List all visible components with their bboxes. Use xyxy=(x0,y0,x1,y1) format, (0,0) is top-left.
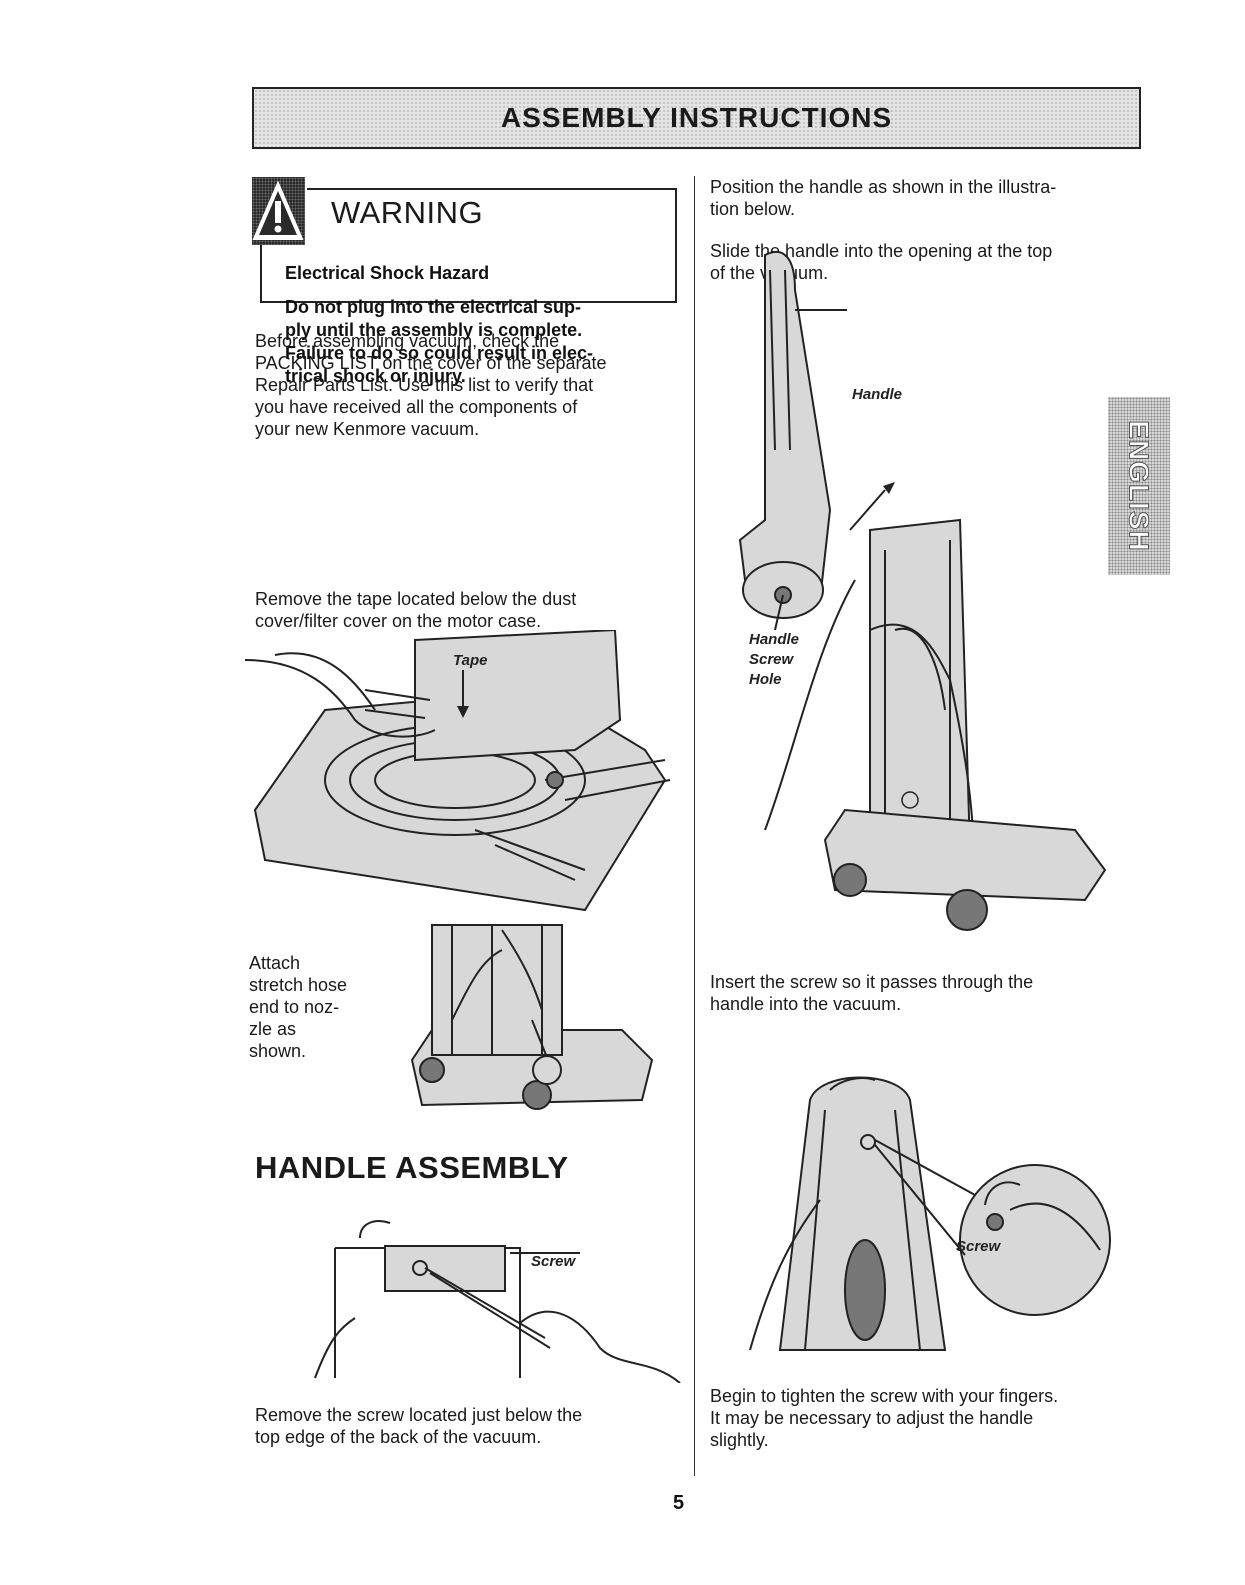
text-line: tion below. xyxy=(710,199,796,219)
text-line: top edge of the back of the vacuum. xyxy=(255,1427,542,1447)
text-line: handle into the vacuum. xyxy=(710,994,902,1014)
language-tab-label: ENGLISH xyxy=(1124,420,1156,552)
text-line: you have received all the components of xyxy=(255,397,578,417)
screw-removal-illustration xyxy=(314,1220,681,1383)
handle-label: Handle xyxy=(852,386,903,403)
warning-triangle-icon xyxy=(252,177,305,245)
warning-line: Do not plug into the electrical sup- xyxy=(285,297,582,317)
column-divider xyxy=(694,176,695,1476)
text-line: Position the handle as shown in the illu… xyxy=(710,177,1057,197)
remove-screw-paragraph: Remove the screw located just below the … xyxy=(255,1404,675,1448)
text-line: Attach xyxy=(249,953,301,973)
text-line: Remove the tape located below the dust xyxy=(255,589,577,609)
text-line: your new Kenmore vacuum. xyxy=(255,419,480,439)
screw-label-right: Screw xyxy=(956,1238,1001,1255)
text-line: It may be necessary to adjust the handle xyxy=(710,1408,1034,1428)
tighten-screw-paragraph: Begin to tighten the screw with your fin… xyxy=(710,1385,1130,1451)
text-line: Handle xyxy=(749,631,800,648)
hose-attachment-illustration xyxy=(410,924,654,1110)
warning-line: ply until the assembly is complete. xyxy=(285,320,583,340)
handle-screw-hole-label: Handle Screw Hole xyxy=(749,630,799,690)
handle-assembly-heading: HANDLE ASSEMBLY xyxy=(255,1150,569,1185)
page-title: ASSEMBLY INSTRUCTIONS xyxy=(500,102,893,133)
text-line: slightly. xyxy=(710,1430,769,1450)
text-line: Begin to tighten the screw with your fin… xyxy=(710,1386,1059,1406)
section-header-band: ASSEMBLY INSTRUCTIONS xyxy=(252,87,1141,149)
tape-label: Tape xyxy=(453,652,488,669)
text-line: stretch hose xyxy=(249,975,348,995)
text-line: Screw xyxy=(749,651,794,668)
packing-list-paragraph: Before assembling vacuum, check the PACK… xyxy=(255,330,675,440)
text-line: Slide the handle into the opening at the… xyxy=(710,241,1053,261)
screw-tightening-illustration xyxy=(749,1076,1111,1351)
warning-line: trical shock or injury. xyxy=(285,366,466,386)
text-line: cover/filter cover on the motor case. xyxy=(255,611,542,631)
handle-insertion-illustration xyxy=(738,250,1107,931)
warning-box-top-border xyxy=(307,188,677,190)
attach-hose-paragraph: Attach stretch hose end to noz- zle as s… xyxy=(249,952,399,1062)
text-line: end to noz- xyxy=(249,997,340,1017)
text-line: Before assembling vacuum, check the xyxy=(255,331,560,351)
text-line: PACKING LIST on the cover of the separat… xyxy=(255,353,607,373)
text-line: Repair Parts List. Use this list to veri… xyxy=(255,375,594,395)
warning-text: Do not plug into the electrical sup- ply… xyxy=(285,296,655,388)
text-line: Insert the screw so it passes through th… xyxy=(710,972,1034,992)
language-side-tab: ENGLISH xyxy=(1108,397,1170,575)
warning-subheading: Electrical Shock Hazard xyxy=(285,263,490,283)
screw-label: Screw xyxy=(531,1253,576,1270)
page-number: 5 xyxy=(673,1492,685,1514)
warning-box xyxy=(260,188,677,303)
text-line: shown. xyxy=(249,1041,307,1061)
remove-tape-paragraph: Remove the tape located below the dust c… xyxy=(255,588,675,632)
warning-line: Failure to do so could result in elec- xyxy=(285,343,594,363)
warning-heading: WARNING xyxy=(331,195,484,230)
text-line: zle as xyxy=(249,1019,297,1039)
text-line: Hole xyxy=(749,671,782,688)
tape-removal-illustration xyxy=(245,630,671,912)
insert-screw-paragraph: Insert the screw so it passes through th… xyxy=(710,971,1110,1015)
position-handle-paragraph: Position the handle as shown in the illu… xyxy=(710,176,1110,220)
text-line: Remove the screw located just below the xyxy=(255,1405,583,1425)
